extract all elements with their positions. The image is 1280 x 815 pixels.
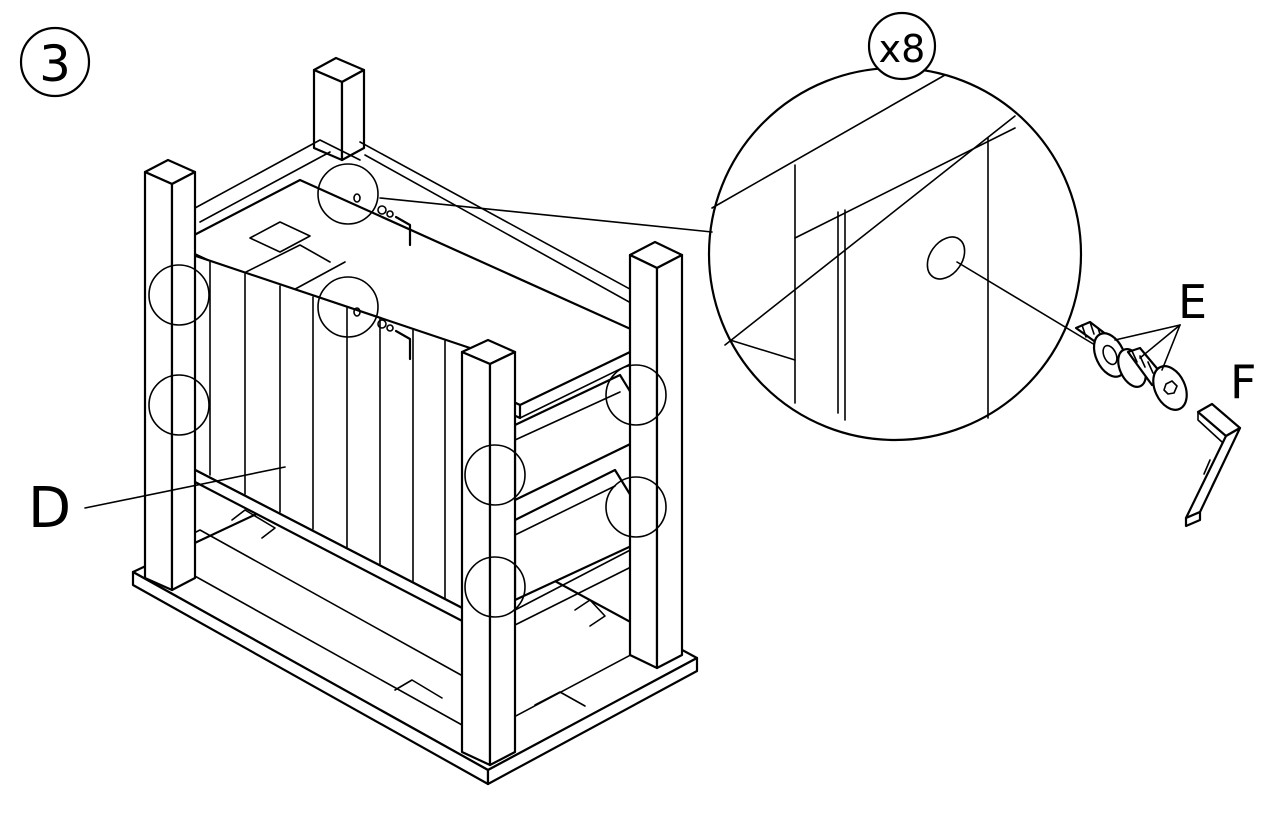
bolt-lower [353,307,412,361]
panel-label: D [28,476,71,541]
screw-hardware: E [1074,275,1207,411]
back-left-post [312,56,366,162]
step-badge: 3 [19,26,91,98]
base-plinth [131,468,699,786]
quantity-badge: x8 [867,11,937,81]
screw-pointer-lines [1114,324,1181,371]
side-shelves [513,373,657,626]
cabinet-frame-illustration [131,56,699,786]
hex-key-hardware: F [1184,355,1256,528]
hex-key-label: F [1230,355,1256,409]
front-left-post [143,158,197,592]
fixing-point-markers [148,163,667,618]
quantity-label: x8 [879,27,926,71]
hex-key-icon [1184,402,1242,528]
bolt-e-front [1117,346,1188,411]
front-right-post [460,338,517,767]
bolt-upper [353,193,412,247]
detail-callout: x8 [379,11,1096,442]
screw-label: E [1178,275,1207,329]
panel-label-group: D [28,466,286,541]
step-number: 3 [39,35,71,93]
detail-magnified-view [711,74,1096,421]
back-right-post [628,240,684,670]
